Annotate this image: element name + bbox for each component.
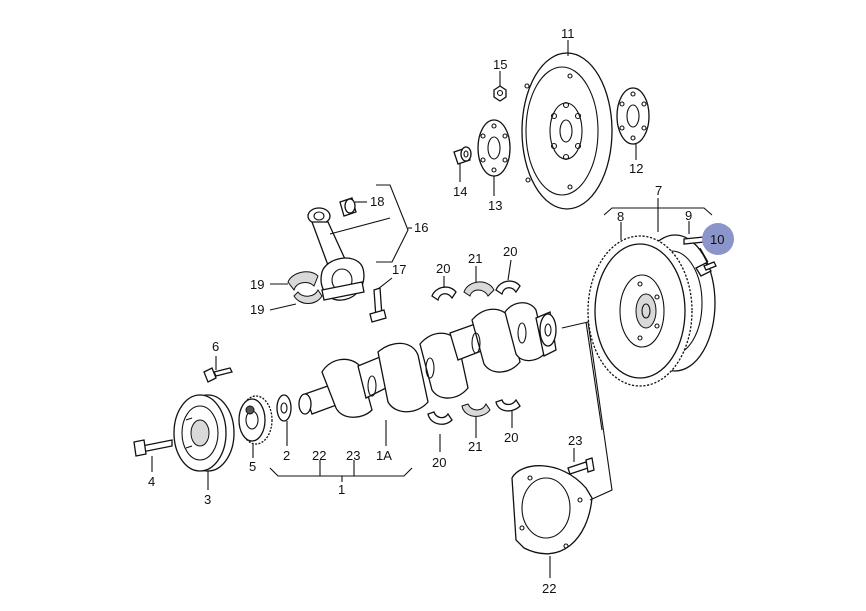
flywheel [587, 234, 716, 387]
conrod-bushing-18 [339, 197, 357, 217]
callout-20-lower-right[interactable]: 20 [504, 430, 518, 445]
callout-21-lower[interactable]: 21 [468, 439, 482, 454]
connecting-rod [307, 207, 365, 301]
callout-10[interactable]: 10 [710, 232, 724, 247]
callout-4[interactable]: 4 [148, 474, 155, 489]
callout-1[interactable]: 1 [338, 482, 345, 497]
crankshaft [298, 302, 557, 418]
damper-bolt-4 [133, 439, 173, 457]
callout-20-upper-right[interactable]: 20 [503, 244, 517, 259]
conrod-bolt-17 [369, 287, 387, 323]
callout-23-crank[interactable]: 23 [346, 448, 360, 463]
callout-9[interactable]: 9 [685, 208, 692, 223]
callout-20-upper-left[interactable]: 20 [436, 261, 450, 276]
callout-19-lower[interactable]: 19 [250, 302, 264, 317]
callout-8[interactable]: 8 [617, 209, 624, 224]
thrust-washer-20b [495, 280, 521, 296]
callout-16[interactable]: 16 [414, 220, 428, 235]
callout-20-lower-left[interactable]: 20 [432, 455, 446, 470]
timing-sprocket-5 [238, 395, 273, 445]
callout-11[interactable]: 11 [561, 26, 575, 41]
thrust-washer-20d [495, 398, 521, 412]
callout-22-crank[interactable]: 22 [312, 448, 326, 463]
thrust-washer-20a [431, 286, 457, 302]
callout-23-flange[interactable]: 23 [568, 433, 582, 448]
flywheel-bolt-10 [695, 261, 717, 277]
callout-13[interactable]: 13 [488, 198, 502, 213]
callout-12[interactable]: 12 [629, 161, 643, 176]
bearing-shell-21a [463, 281, 495, 297]
callout-18[interactable]: 18 [370, 194, 384, 209]
bearing-shell-19a [287, 271, 319, 292]
thrust-washer-2 [276, 394, 292, 422]
callout-6[interactable]: 6 [212, 339, 219, 354]
spacer-plate-12 [616, 87, 650, 145]
spacer-plate-13 [477, 119, 511, 177]
callout-5[interactable]: 5 [249, 459, 256, 474]
callout-22-flange[interactable]: 22 [542, 581, 556, 596]
flange-bolt-23 [567, 457, 595, 475]
drive-plate [521, 52, 613, 210]
vibration-damper-3 [173, 394, 235, 472]
nut-15 [493, 85, 507, 102]
callout-15[interactable]: 15 [493, 57, 507, 72]
leader-lines [151, 40, 713, 578]
callout-14[interactable]: 14 [453, 184, 467, 199]
callout-7[interactable]: 7 [655, 183, 662, 198]
callout-3[interactable]: 3 [204, 492, 211, 507]
bushing-14 [453, 146, 472, 165]
callout-1a[interactable]: 1A [376, 448, 392, 463]
callout-17[interactable]: 17 [392, 262, 406, 277]
callout-19-upper[interactable]: 19 [250, 277, 264, 292]
bearing-shell-19b [293, 289, 323, 304]
callout-21-upper[interactable]: 21 [468, 251, 482, 266]
dowel-pin-9 [683, 236, 705, 245]
highlight-marker [702, 223, 734, 255]
callout-2[interactable]: 2 [283, 448, 290, 463]
sealing-flange-22 [511, 465, 593, 555]
sprocket-bolt-6 [203, 367, 233, 383]
thrust-washer-20c [427, 411, 453, 425]
bearing-shell-21b [461, 403, 491, 417]
